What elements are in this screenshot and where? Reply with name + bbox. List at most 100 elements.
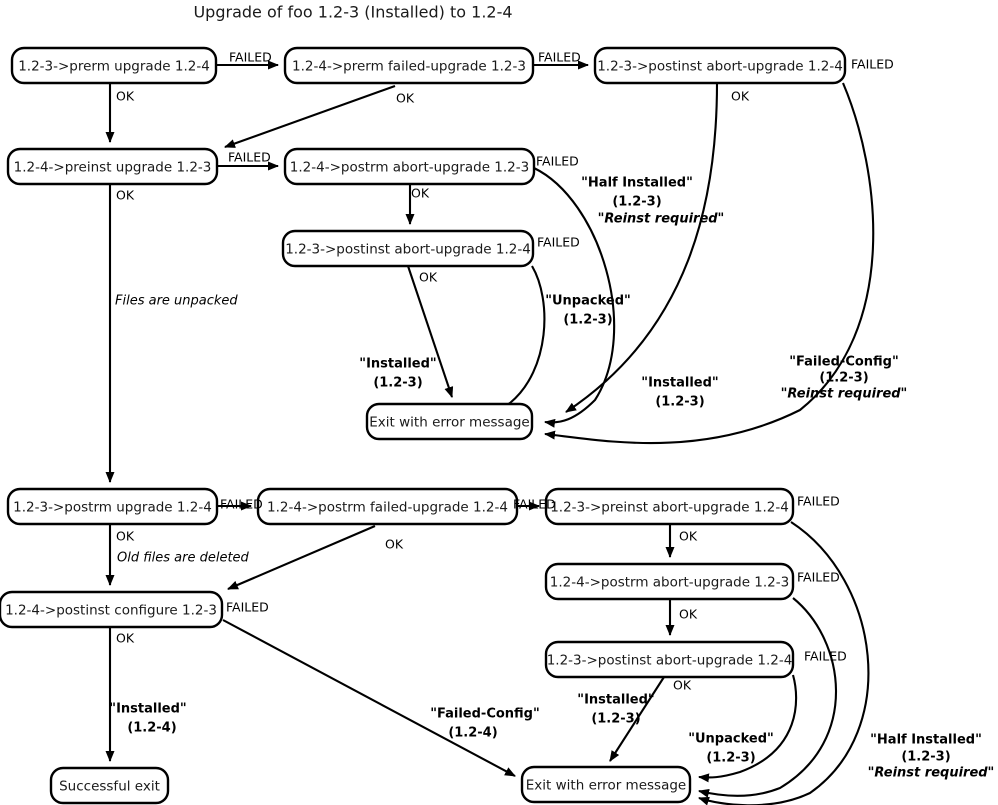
- state-label-failed-config-top: "Failed-Config" (1.2-3) "Reinst required…: [781, 355, 908, 402]
- state-label-line2: (1.2-3): [819, 371, 868, 386]
- state-label-failed-config-bottom: "Failed-Config" (1.2-4): [430, 707, 540, 741]
- node-postrm-abort-upgrade-bottom[interactable]: 1.2-4->postrm abort-upgrade 1.2-3: [544, 562, 795, 601]
- edge-postinst-abort2-ok-to-exit2: [609, 676, 665, 762]
- edge-label: OK: [673, 678, 692, 693]
- state-label-line2: (1.2-3): [373, 376, 422, 391]
- state-label-line1: "Unpacked": [545, 294, 631, 309]
- edge-postrm-abort-failed-to-exit: [533, 167, 616, 428]
- edge-label: FAILED: [538, 50, 581, 65]
- edge-label: FAILED: [797, 494, 840, 509]
- node-label: Exit with error message: [526, 778, 686, 794]
- edge-postinst-abort2-failed-to-exit2: [698, 674, 798, 783]
- state-label-installed-success: "Installed" (1.2-4): [109, 702, 186, 736]
- node-postrm-abort-upgrade-mid[interactable]: 1.2-4->postrm abort-upgrade 1.2-3: [283, 147, 536, 186]
- node-label: 1.2-3->preinst abort-upgrade 1.2-4: [550, 500, 789, 516]
- edge-label: OK: [731, 89, 750, 104]
- node-exit-error-top[interactable]: Exit with error message: [365, 402, 534, 441]
- state-label-line2: (1.2-3): [591, 712, 640, 727]
- state-label-line1: "Unpacked": [688, 732, 774, 747]
- edge-label: FAILED: [513, 497, 556, 512]
- node-label: 1.2-3->prerm upgrade 1.2-4: [18, 59, 210, 75]
- state-label-installed-mid-left: "Installed" (1.2-3): [359, 357, 436, 391]
- node-box[interactable]: [6, 487, 219, 526]
- node-box[interactable]: [256, 487, 519, 526]
- edge-label: OK: [396, 91, 415, 106]
- note-files-unpacked: Files are unpacked: [115, 294, 238, 309]
- edge-label: FAILED: [536, 154, 579, 169]
- state-label-line2: (1.2-3): [901, 750, 950, 765]
- state-label-unpacked-bottom: "Unpacked" (1.2-3): [688, 732, 774, 766]
- node-box[interactable]: [544, 640, 795, 679]
- edge-label: OK: [679, 607, 698, 622]
- node-box[interactable]: [544, 487, 795, 526]
- node-postrm-upgrade[interactable]: 1.2-3->postrm upgrade 1.2-4: [6, 487, 219, 526]
- node-label: 1.2-4->prerm failed-upgrade 1.2-3: [292, 59, 526, 75]
- edge-label: OK: [679, 529, 698, 544]
- state-label-half-installed-top: "Half Installed" (1.2-3) "Reinst require…: [581, 176, 724, 227]
- diagram-title: Upgrade of foo 1.2-3 (Installed) to 1.2-…: [193, 3, 512, 22]
- edge-prerm-failed-ok-to-preinst: [224, 85, 396, 148]
- node-postinst-abort-upgrade-bottom[interactable]: 1.2-3->postinst abort-upgrade 1.2-4: [544, 640, 795, 679]
- state-label-line2: (1.2-3): [655, 395, 704, 410]
- node-label: 1.2-4->postinst configure 1.2-3: [5, 603, 217, 619]
- node-box[interactable]: [49, 766, 170, 805]
- node-box[interactable]: [544, 562, 795, 601]
- node-postrm-failed-upgrade[interactable]: 1.2-4->postrm failed-upgrade 1.2-4: [256, 487, 519, 526]
- state-label-half-installed-bottom: "Half Installed" (1.2-3) "Reinst require…: [868, 733, 995, 781]
- edge-postinst-abort-ok-to-exit: [565, 82, 719, 413]
- node-postinst-configure[interactable]: 1.2-4->postinst configure 1.2-3: [0, 590, 224, 629]
- node-prerm-upgrade[interactable]: 1.2-3->prerm upgrade 1.2-4: [10, 46, 218, 85]
- node-successful-exit[interactable]: Successful exit: [49, 766, 170, 805]
- node-box[interactable]: [0, 590, 224, 629]
- edge-label: FAILED: [804, 649, 847, 664]
- state-label-line1: "Installed": [109, 702, 186, 717]
- state-label-unpacked-top: "Unpacked" (1.2-3): [545, 294, 631, 328]
- node-postinst-abort-upgrade-top[interactable]: 1.2-3->postinst abort-upgrade 1.2-4: [593, 46, 847, 85]
- state-label-reinst: "Reinst required": [781, 387, 908, 402]
- node-label: 1.2-3->postrm upgrade 1.2-4: [13, 500, 212, 516]
- node-box[interactable]: [283, 46, 535, 85]
- node-label: 1.2-3->postinst abort-upgrade 1.2-4: [547, 653, 793, 669]
- node-layer: 1.2-3->prerm upgrade 1.2-4 1.2-4->prerm …: [0, 46, 847, 805]
- node-box[interactable]: [281, 229, 535, 268]
- node-box[interactable]: [10, 46, 218, 85]
- node-prerm-failed-upgrade[interactable]: 1.2-4->prerm failed-upgrade 1.2-3: [283, 46, 535, 85]
- edge-label: FAILED: [229, 50, 272, 65]
- state-label-layer: "Half Installed" (1.2-3) "Reinst require…: [109, 176, 994, 781]
- edge-label: FAILED: [851, 57, 894, 72]
- node-preinst-upgrade[interactable]: 1.2-4->preinst upgrade 1.2-3: [6, 147, 219, 186]
- state-label-line1: "Half Installed": [870, 733, 982, 748]
- edge-label: OK: [385, 537, 404, 552]
- node-preinst-abort-upgrade[interactable]: 1.2-3->preinst abort-upgrade 1.2-4: [544, 487, 795, 526]
- edge-label: OK: [116, 89, 135, 104]
- state-label-installed-bottom: "Installed" (1.2-3): [577, 693, 654, 727]
- node-box[interactable]: [283, 147, 536, 186]
- edge-label: FAILED: [228, 150, 271, 165]
- node-box[interactable]: [6, 147, 219, 186]
- edge-label: OK: [411, 186, 430, 201]
- edge-label: FAILED: [220, 497, 263, 512]
- node-exit-error-bottom[interactable]: Exit with error message: [520, 765, 692, 804]
- state-label-line1: "Half Installed": [581, 176, 693, 191]
- state-label-line1: "Failed-Config": [430, 707, 540, 722]
- node-postinst-abort-upgrade-mid[interactable]: 1.2-3->postinst abort-upgrade 1.2-4: [281, 229, 535, 268]
- state-label-line2: (1.2-3): [563, 313, 612, 328]
- node-box[interactable]: [593, 46, 847, 85]
- state-label-line1: "Installed": [359, 357, 436, 372]
- edge-label: OK: [116, 631, 135, 646]
- note-old-files-deleted: Old files are deleted: [117, 551, 250, 566]
- edge-label: OK: [419, 270, 438, 285]
- node-box[interactable]: [520, 765, 692, 804]
- edge-label-layer: FAILED FAILED FAILED OK OK OK FAILED FAI…: [116, 50, 894, 693]
- node-label: Successful exit: [59, 779, 160, 795]
- edge-postinst-configure-failed-to-exit2: [222, 619, 516, 777]
- edge-postinst-abort-mid-ok-to-exit: [407, 265, 454, 398]
- node-label: 1.2-4->postrm abort-upgrade 1.2-3: [290, 160, 529, 176]
- edge-postrm-abort2-failed-to-exit2: [698, 597, 837, 798]
- state-label-line1: "Installed": [577, 693, 654, 708]
- edge-postinst-abort-mid-failed-to-exit: [482, 265, 546, 419]
- node-box[interactable]: [365, 402, 534, 441]
- edge-label: OK: [116, 529, 135, 544]
